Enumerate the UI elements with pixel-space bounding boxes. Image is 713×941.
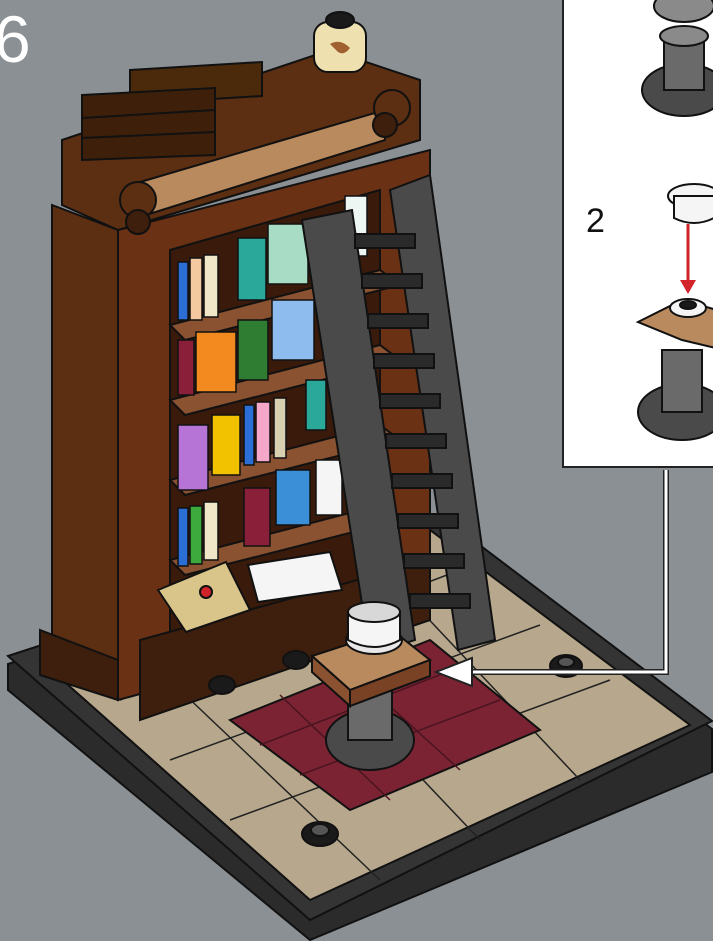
callout-box: 2: [562, 0, 713, 468]
assembly-arrow: [680, 224, 696, 294]
substep-number: 2: [586, 204, 605, 238]
stud-icon: [302, 822, 338, 846]
teacup-icon: [346, 602, 402, 654]
step-number: 6: [0, 6, 31, 72]
minifigure-head-icon: [314, 12, 366, 72]
teacup-icon: [668, 184, 713, 223]
